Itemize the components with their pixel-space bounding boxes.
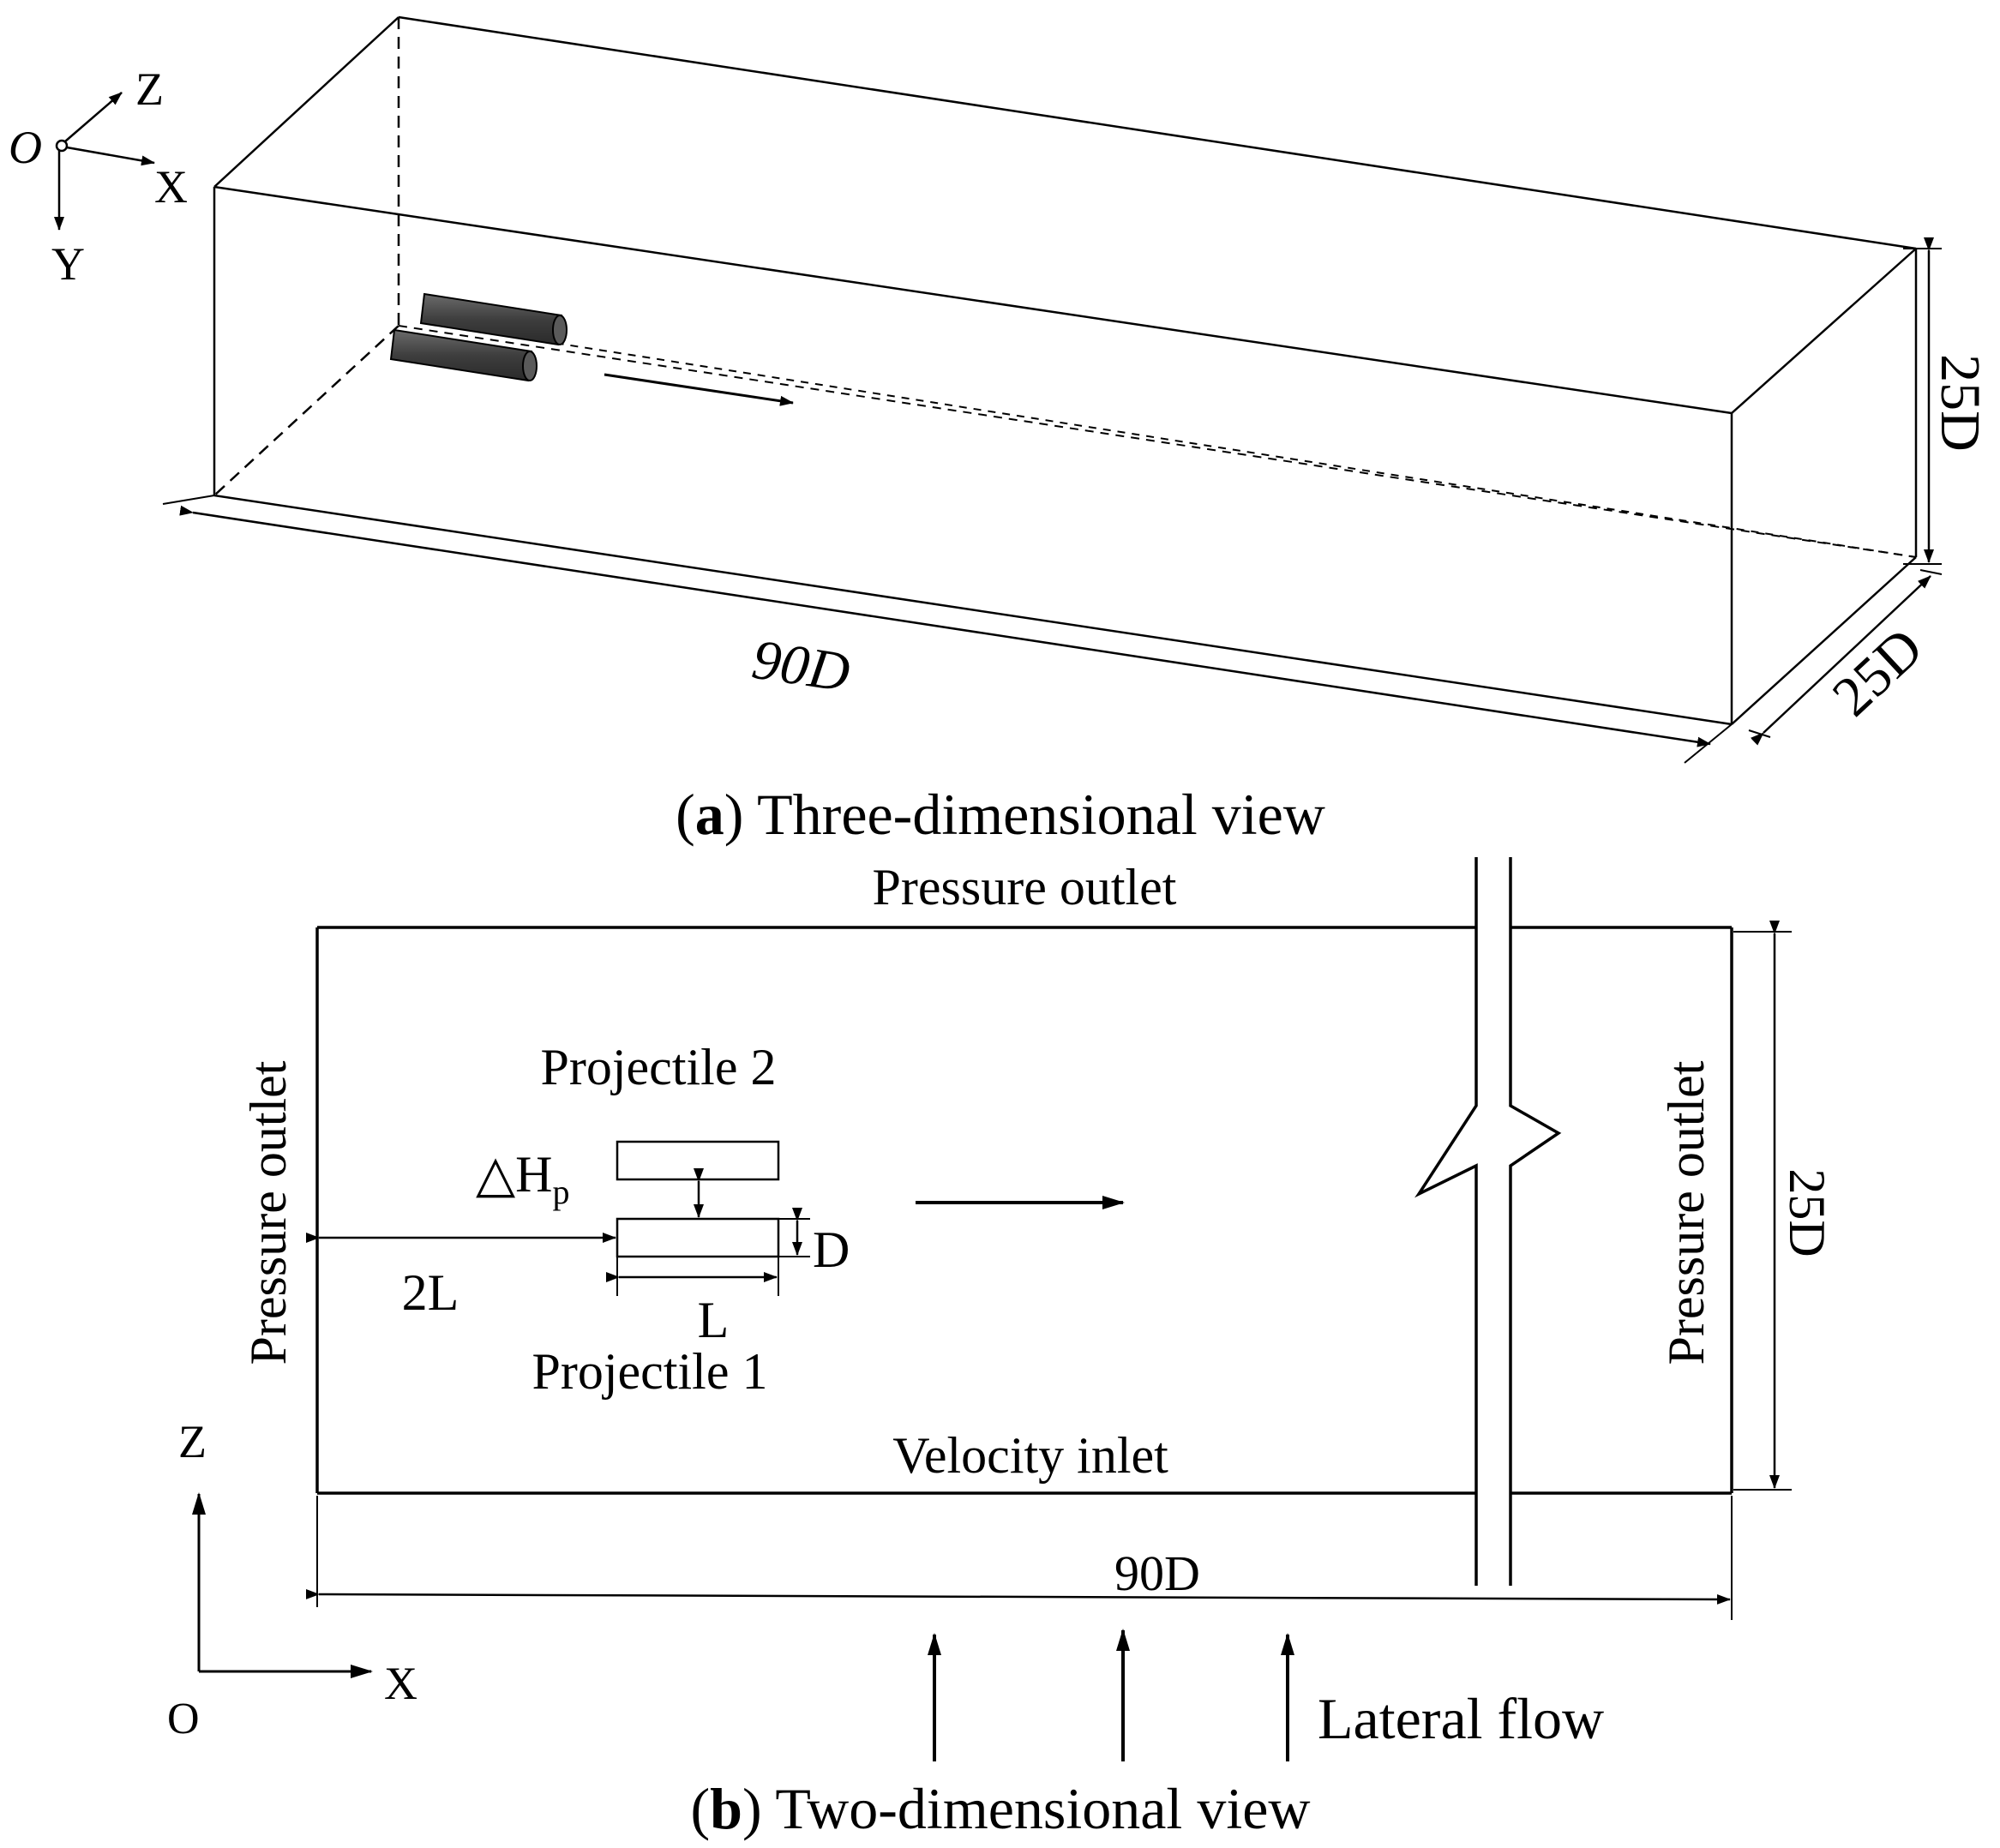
dim-2l-label: 2L [402,1264,459,1321]
axis-origin-label: O [9,122,42,173]
axis-x-label: X [154,161,188,213]
axes-2d: Z O X [167,1416,417,1743]
projectiles-2d: Projectile 2 Projectile 1 △Hp D L 2L [306,1039,850,1400]
boundary-left-label: Pressure outlet [240,1060,297,1365]
axis-x-label-2d: X [384,1658,417,1709]
boundary-right-label: Pressure outlet [1658,1060,1715,1365]
dim-d-label: D [813,1221,850,1278]
boundary-top-label: Pressure outlet [873,859,1177,915]
lateral-flow-label: Lateral flow [1318,1686,1604,1751]
dim-25d-depth-3d: 25D [1821,616,1935,729]
axis-y-label: Y [51,238,85,290]
lateral-flow-arrows: Lateral flow [928,1629,1604,1761]
panel-b-2d-view: Pressure outlet Pressure outlet Pressure… [167,857,1835,1841]
dim-25d-height-3d: 25D [1929,354,1991,452]
caption-b: (b) Two-dimensional view [690,1776,1310,1841]
dimensions-2d: 25D 90D [305,921,1835,1620]
axes-3d: O Z X Y [9,63,188,290]
projectile-1-label: Projectile 1 [532,1343,768,1400]
axis-origin-label-2d: O [167,1695,200,1743]
caption-a: (a) Three-dimensional view [676,782,1325,847]
dim-25d-2d: 25D [1779,1168,1835,1257]
projectiles-3d [389,292,794,406]
delta-h-label: △Hp [476,1146,569,1211]
axis-z-label-2d: Z [178,1416,207,1467]
domain-rect-2d [315,857,1733,1586]
dim-90d-3d: 90D [748,628,854,705]
dim-l-label: L [698,1292,730,1348]
axis-z-label: Z [135,63,164,115]
panel-a-3d-view: O Z X Y [9,15,1991,847]
projectile-2-label: Projectile 2 [541,1039,777,1095]
boundary-bottom-label: Velocity inlet [892,1427,1168,1484]
dim-90d-2d: 90D [1114,1545,1200,1601]
